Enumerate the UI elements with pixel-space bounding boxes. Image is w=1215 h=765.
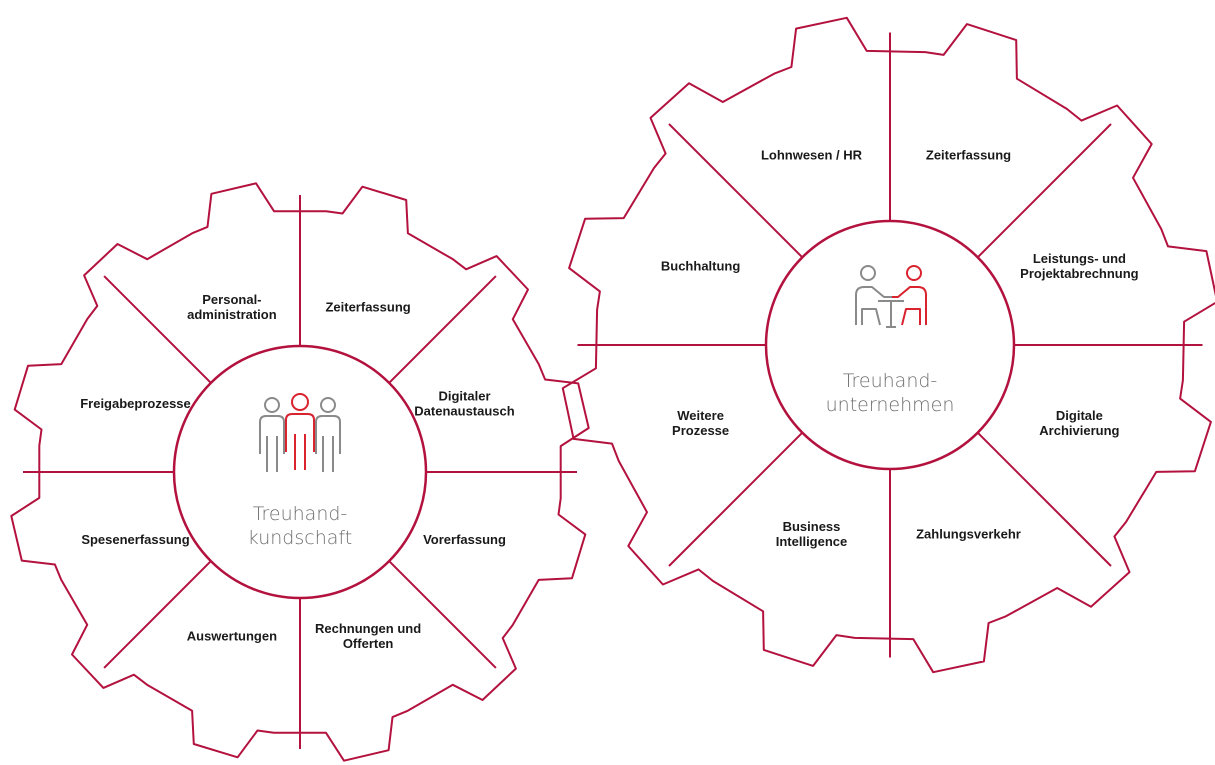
segment-label: Lohnwesen / HR xyxy=(761,148,863,163)
segment-label: Spesenerfassung xyxy=(81,532,189,547)
segment-divider xyxy=(388,275,497,384)
hub-title: Treuhand-kundschaft xyxy=(248,503,352,549)
hub-circle xyxy=(764,219,1016,471)
people-group-icon xyxy=(259,393,341,472)
segment-divider xyxy=(103,275,212,384)
segment-divider xyxy=(668,123,804,259)
segment-label: Personal-administration xyxy=(187,292,277,322)
segment-label: Freigabeprozesse xyxy=(80,396,191,411)
hub-circle xyxy=(172,344,428,600)
gear-outline xyxy=(10,182,590,762)
segment-divider xyxy=(668,431,804,567)
segment-label: Zeiterfassung xyxy=(926,148,1011,163)
hub-title: Treuhand-unternehmen xyxy=(826,370,955,416)
segment-divider xyxy=(388,560,497,669)
meeting-table-icon xyxy=(855,265,927,328)
segment-label: Buchhaltung xyxy=(661,259,740,274)
gear-outline xyxy=(561,16,1215,674)
segment-divider xyxy=(103,560,212,669)
segment-label: Vorerfassung xyxy=(423,532,506,547)
segment-label: Auswertungen xyxy=(187,629,277,644)
segment-divider xyxy=(976,123,1112,259)
segment-divider xyxy=(976,431,1112,567)
segment-label: Zeiterfassung xyxy=(325,300,410,315)
segment-label: Zahlungsverkehr xyxy=(916,526,1021,541)
